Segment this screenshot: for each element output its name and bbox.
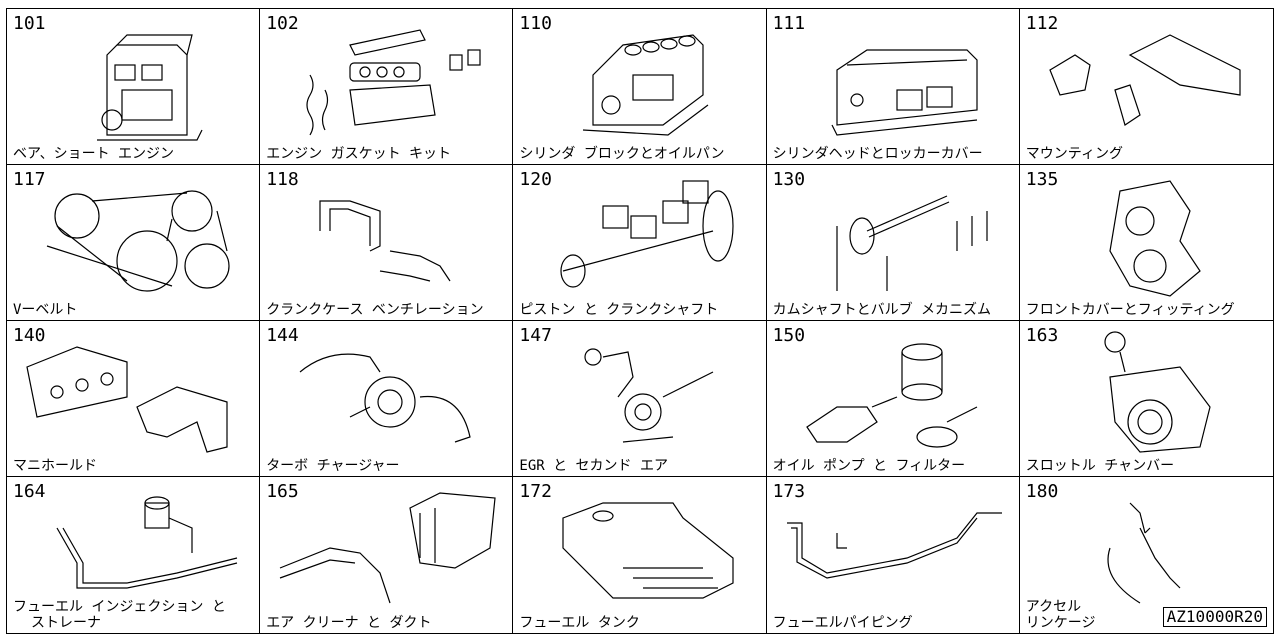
part-code: 180 bbox=[1025, 481, 1059, 502]
part-cell-165[interactable]: 165 エア クリーナ と ダクト bbox=[260, 477, 514, 633]
part-code: 173 bbox=[772, 481, 806, 502]
engine-block-illustration bbox=[97, 34, 203, 141]
cylinder-block-illustration bbox=[583, 34, 709, 136]
part-cell-101[interactable]: 101 ベア、ショート エンジン bbox=[7, 9, 261, 165]
part-code: 164 bbox=[13, 481, 46, 502]
crankcase-ventilation-illustration bbox=[319, 200, 451, 282]
part-label-line2: リンケージ bbox=[1025, 615, 1096, 631]
turbocharger-illustration bbox=[299, 353, 471, 443]
part-code: 112 bbox=[1025, 13, 1059, 34]
v-belt-illustration bbox=[46, 190, 230, 292]
part-label: マニホールド bbox=[13, 458, 97, 474]
part-cell-147[interactable]: 147 EGR と セカンド エア bbox=[513, 321, 767, 477]
part-cell-150[interactable]: 150 オイル ポンプ と フィルター bbox=[766, 321, 1020, 477]
part-code: 117 bbox=[13, 169, 46, 190]
part-code: 163 bbox=[1025, 325, 1059, 346]
piston-crankshaft-illustration bbox=[560, 180, 734, 288]
part-label: カムシャフトとバルブ メカニズム bbox=[772, 302, 992, 318]
part-code: 144 bbox=[266, 325, 299, 346]
part-label: ベア、ショート エンジン bbox=[13, 146, 175, 162]
part-label: ピストン と クランクシャフト bbox=[519, 302, 719, 318]
part-label: フューエルパイピング bbox=[772, 615, 913, 631]
part-cell-163[interactable]: 163 スロットル チャンバー bbox=[1019, 321, 1273, 477]
part-label: EGR と セカンド エア bbox=[519, 458, 668, 474]
part-cell-117[interactable]: 117 Vーベルト bbox=[7, 165, 261, 321]
camshaft-valve-illustration bbox=[835, 195, 988, 291]
part-code: 102 bbox=[266, 13, 299, 34]
throttle-chamber-illustration bbox=[1104, 331, 1211, 453]
part-label: エンジン ガスケット キット bbox=[266, 146, 452, 162]
parts-grid: 101 ベア、ショート エンジン 102 エンジン ガスケット キット 110 bbox=[6, 8, 1274, 634]
part-cell-164[interactable]: 164 フューエル インジェクション と ストレーナ bbox=[7, 477, 261, 633]
part-code: 118 bbox=[266, 169, 299, 190]
front-cover-illustration bbox=[1109, 180, 1201, 297]
part-code: 172 bbox=[519, 481, 552, 502]
gasket-kit-illustration bbox=[306, 29, 481, 136]
part-cell-135[interactable]: 135 フロントカバーとフィッティング bbox=[1019, 165, 1273, 321]
part-label: Vーベルト bbox=[13, 302, 78, 318]
part-label: シリンダ ブロックとオイルパン bbox=[519, 146, 725, 162]
part-label: クランクケース ベンチレーション bbox=[266, 302, 484, 318]
part-cell-111[interactable]: 111 シリンダヘッドとロッカーカバー bbox=[766, 9, 1020, 165]
part-label: エア クリーナ と ダクト bbox=[266, 615, 432, 631]
part-code: 111 bbox=[772, 13, 806, 34]
part-label: フューエル インジェクション と bbox=[13, 599, 226, 615]
fuel-tank-illustration bbox=[562, 502, 734, 599]
part-label: フロントカバーとフィッティング bbox=[1025, 302, 1235, 318]
part-label: ターボ チャージャー bbox=[266, 458, 400, 474]
part-cell-130[interactable]: 130 カムシャフトとバルブ メカニズム bbox=[766, 165, 1020, 321]
diagram-reference-code: AZ10000R20 bbox=[1162, 607, 1267, 627]
part-code: 140 bbox=[13, 325, 46, 346]
part-code: 110 bbox=[519, 13, 552, 34]
accelerator-linkage-illustration bbox=[1107, 502, 1181, 604]
part-cell-102[interactable]: 102 エンジン ガスケット キット bbox=[260, 9, 514, 165]
part-cell-110[interactable]: 110 シリンダ ブロックとオイルパン bbox=[513, 9, 767, 165]
part-code: 165 bbox=[266, 481, 299, 502]
part-label: アクセル bbox=[1025, 599, 1082, 615]
part-label: フューエル タンク bbox=[519, 615, 640, 631]
part-cell-144[interactable]: 144 ターボ チャージャー bbox=[260, 321, 514, 477]
cylinder-head-illustration bbox=[831, 49, 978, 136]
mounting-illustration bbox=[1049, 34, 1241, 126]
manifold-illustration bbox=[26, 346, 228, 453]
part-label: スロットル チャンバー bbox=[1025, 458, 1175, 474]
part-code: 130 bbox=[772, 169, 806, 190]
part-cell-140[interactable]: 140 マニホールド bbox=[7, 321, 261, 477]
part-code: 150 bbox=[772, 325, 806, 346]
part-label-line2: ストレーナ bbox=[31, 615, 101, 631]
part-cell-112[interactable]: 112 マウンティング bbox=[1019, 9, 1273, 165]
part-code: 101 bbox=[13, 13, 46, 34]
part-cell-180[interactable]: 180 アクセル リンケージ AZ10000R20 bbox=[1020, 477, 1273, 633]
fuel-piping-illustration bbox=[786, 512, 1002, 579]
fuel-injection-illustration bbox=[56, 496, 238, 589]
part-code: 120 bbox=[519, 169, 552, 190]
egr-illustration bbox=[584, 348, 714, 443]
part-label: オイル ポンプ と フィルター bbox=[772, 458, 966, 474]
part-label: シリンダヘッドとロッカーカバー bbox=[772, 146, 983, 162]
part-cell-172[interactable]: 172 フューエル タンク bbox=[513, 477, 767, 633]
part-label: マウンティング bbox=[1025, 146, 1123, 162]
part-cell-120[interactable]: 120 ピストン と クランクシャフト bbox=[513, 165, 767, 321]
part-cell-118[interactable]: 118 クランクケース ベンチレーション bbox=[260, 165, 514, 321]
oil-pump-filter-illustration bbox=[805, 343, 977, 448]
part-cell-173[interactable]: 173 フューエルパイピング bbox=[767, 477, 1020, 633]
air-cleaner-illustration bbox=[279, 492, 496, 604]
part-code: 135 bbox=[1025, 169, 1059, 190]
part-code: 147 bbox=[519, 325, 552, 346]
